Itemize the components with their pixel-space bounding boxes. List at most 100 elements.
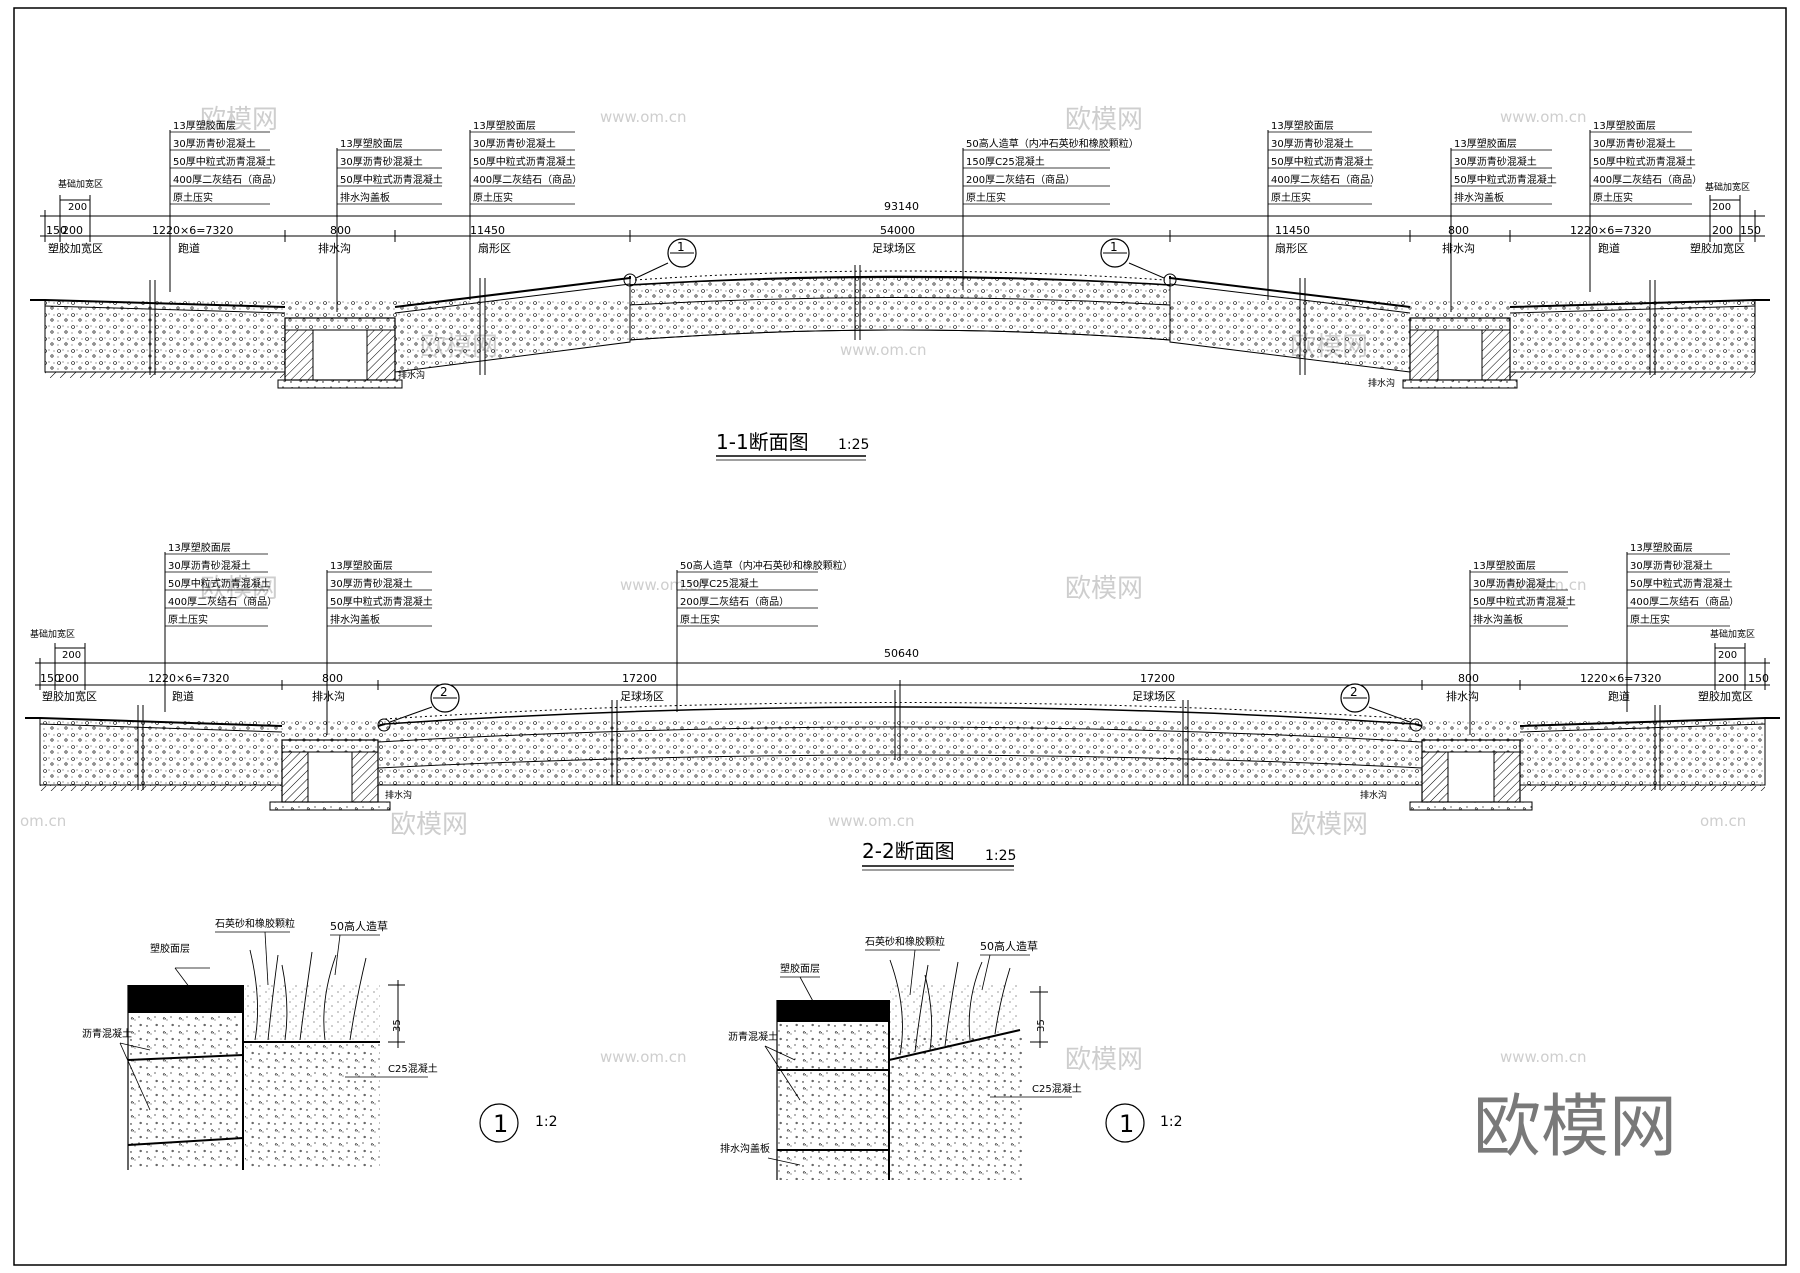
svg-text:150厚C25混凝土: 150厚C25混凝土 [966, 155, 1045, 168]
dim: 1220×6=7320 [1580, 672, 1661, 685]
svg-text:400厚二灰结石（商品）: 400厚二灰结石（商品） [1271, 173, 1380, 186]
layer-note-drain-right: 13厚塑胶面层 30厚沥青砂混凝土 50厚中粒式沥青混凝土 排水沟盖板 [1450, 137, 1557, 312]
svg-text:30厚沥青砂混凝土: 30厚沥青砂混凝土 [1271, 137, 1354, 150]
drain-right [1402, 317, 1518, 389]
svg-text:原土压实: 原土压实 [473, 191, 513, 204]
label-cover: 排水沟盖板 [720, 1142, 770, 1155]
section-scale: 1:25 [838, 437, 869, 453]
label-rubber: 塑胶面层 [150, 942, 190, 955]
svg-text:原土压实: 原土压实 [1593, 191, 1633, 204]
svg-text:原土压实: 原土压实 [1271, 191, 1311, 204]
drain-left [277, 317, 403, 389]
drain-label: 排水沟 [1368, 377, 1395, 389]
zone-label: 塑胶加宽区 [1690, 241, 1745, 255]
zone-label: 塑胶加宽区 [48, 241, 103, 255]
watermark-url: www.om.cn [600, 1048, 687, 1066]
dim: 17200 [622, 672, 657, 685]
label-quartz: 石英砂和橡胶颗粒 [215, 917, 295, 930]
watermark-url: om.cn [20, 812, 66, 830]
svg-text:30厚沥青砂混凝土: 30厚沥青砂混凝土 [1593, 137, 1676, 150]
dim: 150 [1740, 224, 1761, 237]
section-marker: 2 [1340, 683, 1423, 732]
layer-note-runway-right: 13厚塑胶面层 30厚沥青砂混凝土 50厚中粒式沥青混凝土 400厚二灰结石（商… [1589, 119, 1702, 292]
tick-200: 200 [68, 202, 87, 213]
watermark-brand: 欧模网 [1290, 810, 1368, 840]
detail-scale: 1:2 [535, 1114, 558, 1130]
dim: 11450 [470, 224, 505, 237]
layer-note-drain: 13厚塑胶面层 30厚沥青砂混凝土 50厚中粒式沥青混凝土 排水沟盖板 [336, 137, 443, 312]
label-c25: C25混凝土 [388, 1062, 438, 1075]
zone-label: 排水沟 [318, 241, 351, 255]
svg-text:13厚塑胶面层: 13厚塑胶面层 [1454, 137, 1517, 150]
svg-text:50厚中粒式沥青混凝土: 50厚中粒式沥青混凝土 [330, 595, 433, 608]
watermark-brand: 欧模网 [200, 574, 278, 604]
base-zone-label: 基础加宽区 [1705, 181, 1750, 193]
label-grass: 50高人造草 [330, 919, 388, 933]
dim-35: 35 [392, 1019, 403, 1032]
svg-text:50高人造草（内冲石英砂和橡胶颗粒）: 50高人造草（内冲石英砂和橡胶颗粒） [680, 559, 853, 572]
total-dimension: 50640 [884, 647, 919, 660]
detail-marker [1105, 1103, 1145, 1143]
section-title: 1-1断面图 [716, 430, 809, 454]
watermark-url: www.om.cn [1500, 1048, 1587, 1066]
svg-text:30厚沥青砂混凝土: 30厚沥青砂混凝土 [473, 137, 556, 150]
zone-label: 跑道 [1598, 241, 1620, 255]
zone-label: 跑道 [178, 241, 200, 255]
drain-left [269, 739, 391, 811]
watermark-brand: 欧模网 [1065, 574, 1143, 604]
dim: 800 [1458, 672, 1479, 685]
svg-text:13厚塑胶面层: 13厚塑胶面层 [1630, 541, 1693, 554]
svg-text:原土压实: 原土压实 [680, 613, 720, 626]
svg-text:原土压实: 原土压实 [1630, 613, 1670, 626]
svg-text:50厚中粒式沥青混凝土: 50厚中粒式沥青混凝土 [1454, 173, 1557, 186]
svg-text:50厚中粒式沥青混凝土: 50厚中粒式沥青混凝土 [1630, 577, 1733, 590]
label-c25: C25混凝土 [1032, 1082, 1082, 1095]
svg-text:13厚塑胶面层: 13厚塑胶面层 [173, 119, 236, 132]
dim: 1220×6=7320 [1570, 224, 1651, 237]
detail-2-right: 35 塑胶面层 石英砂和橡胶颗粒 50高人造草 沥青混凝土 排水沟盖板 C25混… [720, 935, 1183, 1180]
svg-text:1: 1 [677, 240, 685, 254]
base-zone-label: 基础加宽区 [1710, 628, 1755, 640]
watermark-url: om.cn [1700, 812, 1746, 830]
label-asphalt: 沥青混凝土 [82, 1027, 132, 1040]
svg-text:原土压实: 原土压实 [168, 613, 208, 626]
drain-right [1409, 739, 1533, 811]
svg-text:排水沟盖板: 排水沟盖板 [340, 191, 390, 204]
svg-text:30厚沥青砂混凝土: 30厚沥青砂混凝土 [173, 137, 256, 150]
label-rubber: 塑胶面层 [780, 962, 820, 975]
base-zone-label: 基础加宽区 [58, 178, 103, 190]
layer-note-field: 50高人造草（内冲石英砂和橡胶颗粒） 150厚C25混凝土 200厚二灰结石（商… [676, 559, 853, 712]
watermark-brand: 欧模网 [200, 105, 278, 135]
svg-text:400厚二灰结石（商品）: 400厚二灰结石（商品） [173, 173, 282, 186]
zone-label: 排水沟 [1442, 241, 1475, 255]
watermark-url: www.om.cn [620, 576, 707, 594]
zone-label: 塑胶加宽区 [42, 689, 97, 703]
svg-text:50厚中粒式沥青混凝土: 50厚中粒式沥青混凝土 [173, 155, 276, 168]
layer-note-fan-right: 13厚塑胶面层 30厚沥青砂混凝土 50厚中粒式沥青混凝土 400厚二灰结石（商… [1267, 119, 1380, 300]
section-marker: 1 [623, 238, 697, 287]
layer-note-runway-right: 13厚塑胶面层 30厚沥青砂混凝土 50厚中粒式沥青混凝土 400厚二灰结石（商… [1626, 541, 1739, 712]
watermark-big-brand: 欧模网 [1473, 1088, 1677, 1167]
label-grass: 50高人造草 [980, 939, 1038, 953]
detail-1-left: 35 塑胶面层 石英砂和橡胶颗粒 50高人造草 沥青混凝土 C25混凝土 1 1… [82, 917, 558, 1170]
svg-text:30厚沥青砂混凝土: 30厚沥青砂混凝土 [1454, 155, 1537, 168]
section-1-1: 排水沟 排水沟 93140 200 200 基础加宽区 基础加宽区 150 20… [30, 119, 1770, 461]
dim: 800 [330, 224, 351, 237]
rubber-layer [777, 1000, 889, 1022]
tick-200: 200 [62, 650, 81, 661]
section-title: 2-2断面图 [862, 839, 955, 863]
section-scale: 1:25 [985, 848, 1016, 864]
dim: 800 [322, 672, 343, 685]
svg-text:30厚沥青砂混凝土: 30厚沥青砂混凝土 [1473, 577, 1556, 590]
layer-note-drain-right: 13厚塑胶面层 30厚沥青砂混凝土 50厚中粒式沥青混凝土 排水沟盖板 [1469, 559, 1576, 735]
dim: 150 [46, 224, 67, 237]
dim: 1220×6=7320 [152, 224, 233, 237]
svg-text:50厚中粒式沥青混凝土: 50厚中粒式沥青混凝土 [340, 173, 443, 186]
detail-marker-number: 1 [1119, 1110, 1134, 1138]
svg-text:400厚二灰结石（商品）: 400厚二灰结石（商品） [473, 173, 582, 186]
total-dimension: 93140 [884, 200, 919, 213]
svg-text:50厚中粒式沥青混凝土: 50厚中粒式沥青混凝土 [473, 155, 576, 168]
zone-label: 扇形区 [478, 241, 511, 255]
layer-note-field: 50高人造草（内冲石英砂和橡胶颗粒） 150厚C25混凝土 200厚二灰结石（商… [962, 137, 1139, 290]
dim: 150 [1748, 672, 1769, 685]
